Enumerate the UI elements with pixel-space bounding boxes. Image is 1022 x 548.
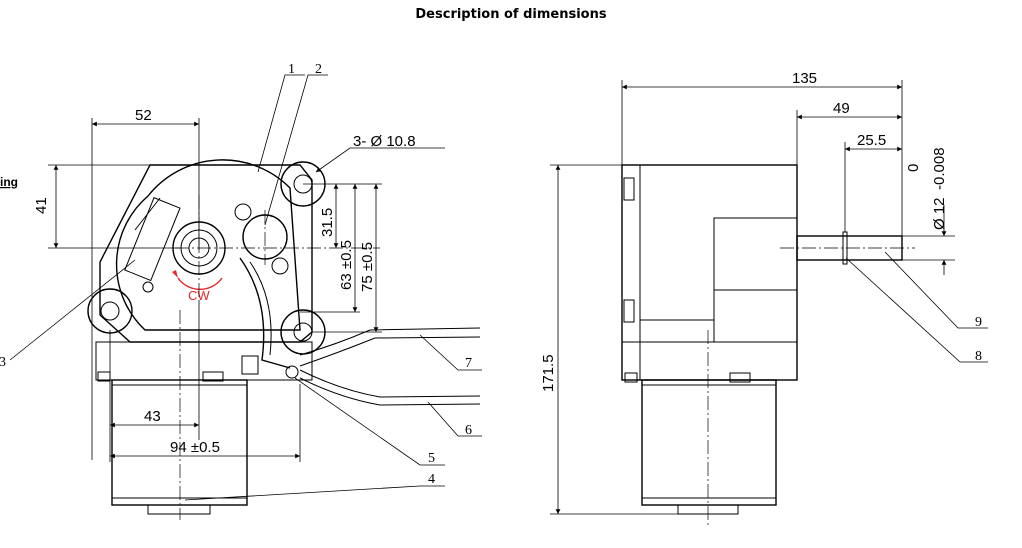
callout-9: 9 [975,315,982,330]
front-view: CW 52 41 31.5 63 ±0.5 75 ±0.5 [0,62,482,520]
dim-94: 94 ±0.5 [170,439,220,456]
side-view: 135 49 25.5 171.5 Ø 12 0 -0.008 8 9 [540,70,988,525]
dim-43: 43 [144,408,161,425]
dim-41: 41 [33,197,50,214]
callout-3: 3 [0,355,6,370]
hole-callout: 3- Ø 10.8 [353,133,416,150]
dim-25-5: 25.5 [857,132,886,149]
edge-label: ing [0,175,18,189]
rotation-arrow [177,277,223,291]
callout-2: 2 [315,62,322,77]
dim-49: 49 [833,100,850,117]
callout-1: 1 [288,62,295,77]
dim-63: 63 ±0.5 [338,240,355,290]
callout-5: 5 [428,451,435,466]
shaft-diameter: Ø 12 [931,197,948,230]
dim-171-5: 171.5 [540,354,557,392]
callout-8: 8 [975,349,982,364]
dim-135: 135 [792,70,817,87]
tolerance-lower: -0.008 [931,147,948,190]
mount-hole-left [87,288,133,334]
drawing-title: Description of dimensions [415,7,607,22]
tolerance-upper: 0 [905,164,922,172]
callout-4: 4 [428,472,435,487]
callout-6: 6 [465,423,472,438]
gear-cover [115,159,301,331]
side-motor [641,379,777,506]
mount-bracket [124,197,181,282]
callout-7: 7 [465,356,472,371]
side-housing [621,164,798,381]
dim-31-5: 31.5 [319,208,336,237]
dim-75: 75 ±0.5 [359,242,376,292]
lead-cable [239,257,291,369]
dim-52: 52 [135,107,152,124]
